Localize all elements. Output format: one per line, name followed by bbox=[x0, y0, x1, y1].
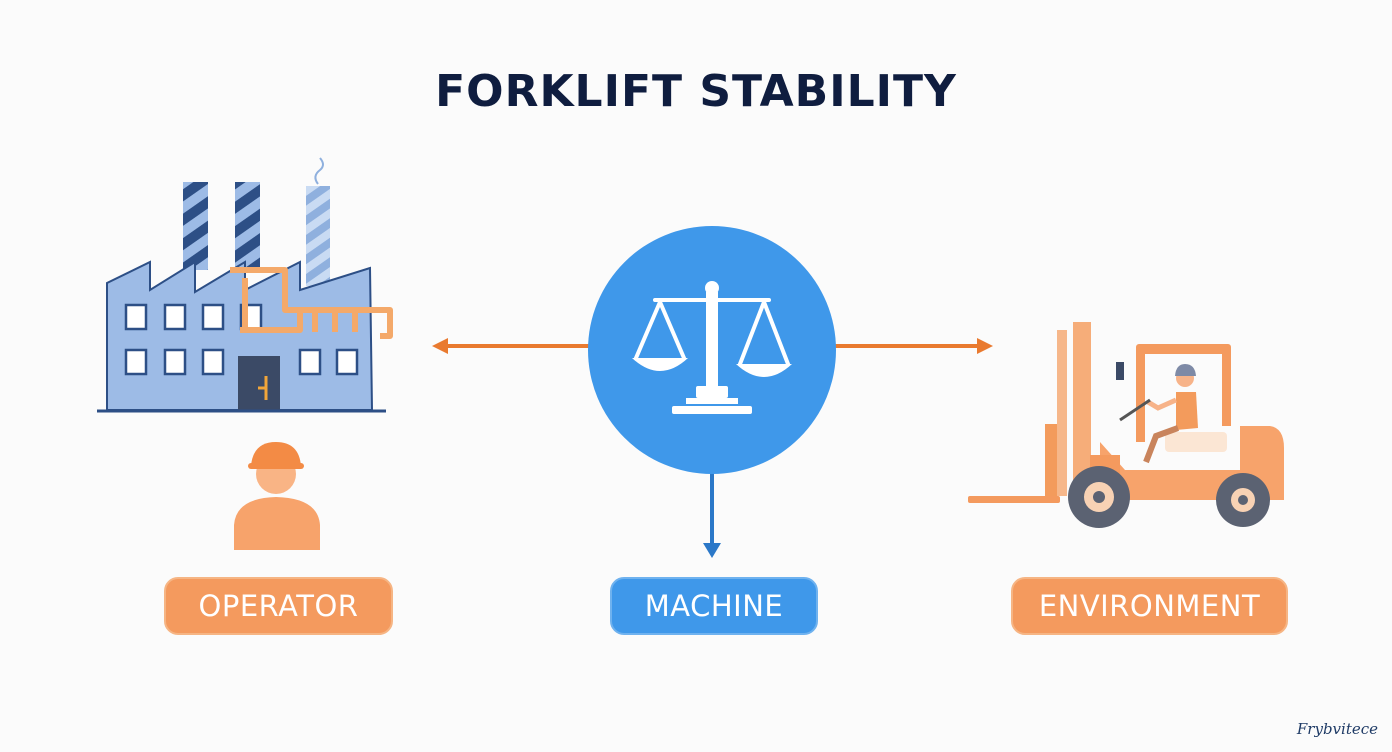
forklift-icon bbox=[968, 322, 1284, 528]
environment-label: ENVIRONMENT bbox=[1011, 577, 1288, 635]
arrow-to-environment bbox=[832, 338, 993, 354]
page-title: FORKLIFT STABILITY bbox=[435, 66, 957, 117]
worker-icon bbox=[234, 442, 320, 550]
arrow-to-machine bbox=[703, 468, 721, 558]
arrow-to-operator bbox=[432, 338, 592, 354]
machine-label: MACHINE bbox=[610, 577, 818, 635]
factory-icon bbox=[97, 157, 393, 413]
balance-scale-icon bbox=[588, 226, 836, 474]
operator-label: OPERATOR bbox=[164, 577, 393, 635]
watermark: Frybvitece bbox=[1296, 720, 1378, 738]
